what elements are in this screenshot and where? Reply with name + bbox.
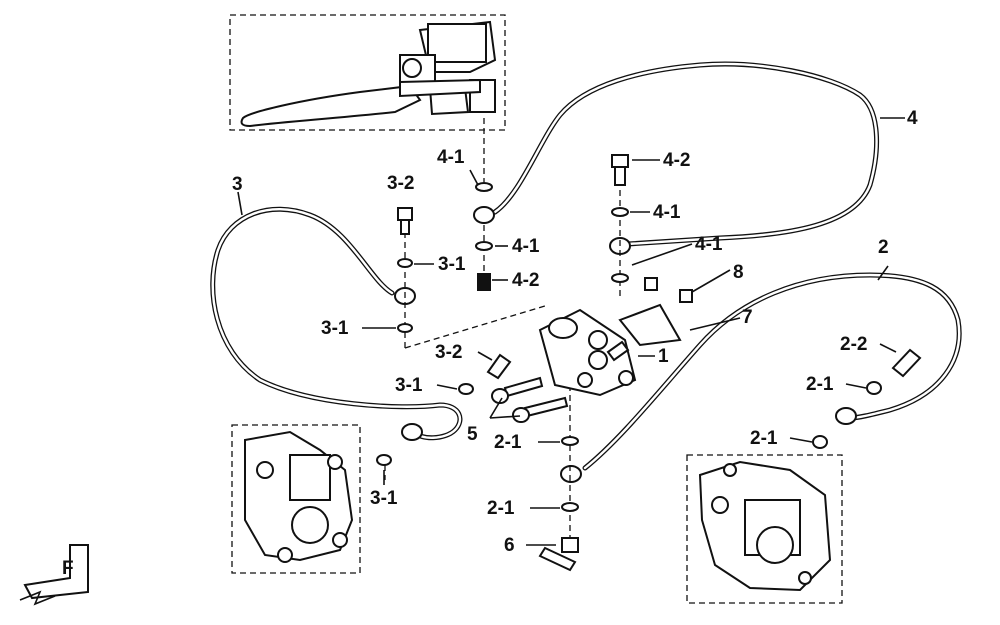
part-labels: 4 4-2 4-1 4-1 4-1 4-1 4-2 3 3-2 3-1 3-1 … xyxy=(232,108,918,556)
label-2-2: 2-2 xyxy=(840,334,867,355)
label-2: 2 xyxy=(878,237,889,258)
label-3: 3 xyxy=(232,174,243,195)
label-6: 6 xyxy=(504,535,515,556)
label-4: 4 xyxy=(907,108,918,129)
master-cylinder-box xyxy=(229,14,506,131)
hose-4 xyxy=(473,61,879,255)
label-5: 5 xyxy=(467,424,478,445)
master-cylinder xyxy=(240,20,497,128)
hose-3 xyxy=(210,206,463,441)
distribution-valve xyxy=(538,303,682,397)
right-caliper-box xyxy=(686,454,843,604)
label-3-1-mid: 3-1 xyxy=(321,318,349,339)
label-2-1-center-bottom: 2-1 xyxy=(487,498,515,519)
hose-2 xyxy=(560,272,962,483)
label-4-1-left-top: 4-1 xyxy=(437,147,465,168)
label-4-2-left: 4-2 xyxy=(512,270,539,291)
left-caliper-box xyxy=(231,424,361,574)
right-caliper xyxy=(698,460,832,592)
label-4-2-right: 4-2 xyxy=(663,150,690,171)
label-2-1-center-top: 2-1 xyxy=(494,432,522,453)
label-7: 7 xyxy=(742,307,753,328)
label-3-1-lower: 3-1 xyxy=(395,375,423,396)
label-3-1-bottom: 3-1 xyxy=(370,488,398,509)
leader-lines xyxy=(237,117,905,546)
front-direction-marker: F xyxy=(19,544,89,606)
bolts-and-washers xyxy=(376,154,922,572)
left-caliper xyxy=(244,430,354,563)
label-3-2-lower: 3-2 xyxy=(435,342,462,363)
label-3-2-top: 3-2 xyxy=(387,173,414,194)
label-8: 8 xyxy=(733,262,744,283)
label-4-1-right-bottom: 4-1 xyxy=(695,234,723,255)
label-3-1-upper: 3-1 xyxy=(438,254,466,275)
label-4-1-right-top: 4-1 xyxy=(653,202,681,223)
front-marker-label: F xyxy=(62,558,74,579)
label-1: 1 xyxy=(658,346,669,367)
label-2-1-right-top: 2-1 xyxy=(806,374,834,395)
label-4-1-left-bottom: 4-1 xyxy=(512,236,540,257)
label-2-1-right-bottom: 2-1 xyxy=(750,428,778,449)
